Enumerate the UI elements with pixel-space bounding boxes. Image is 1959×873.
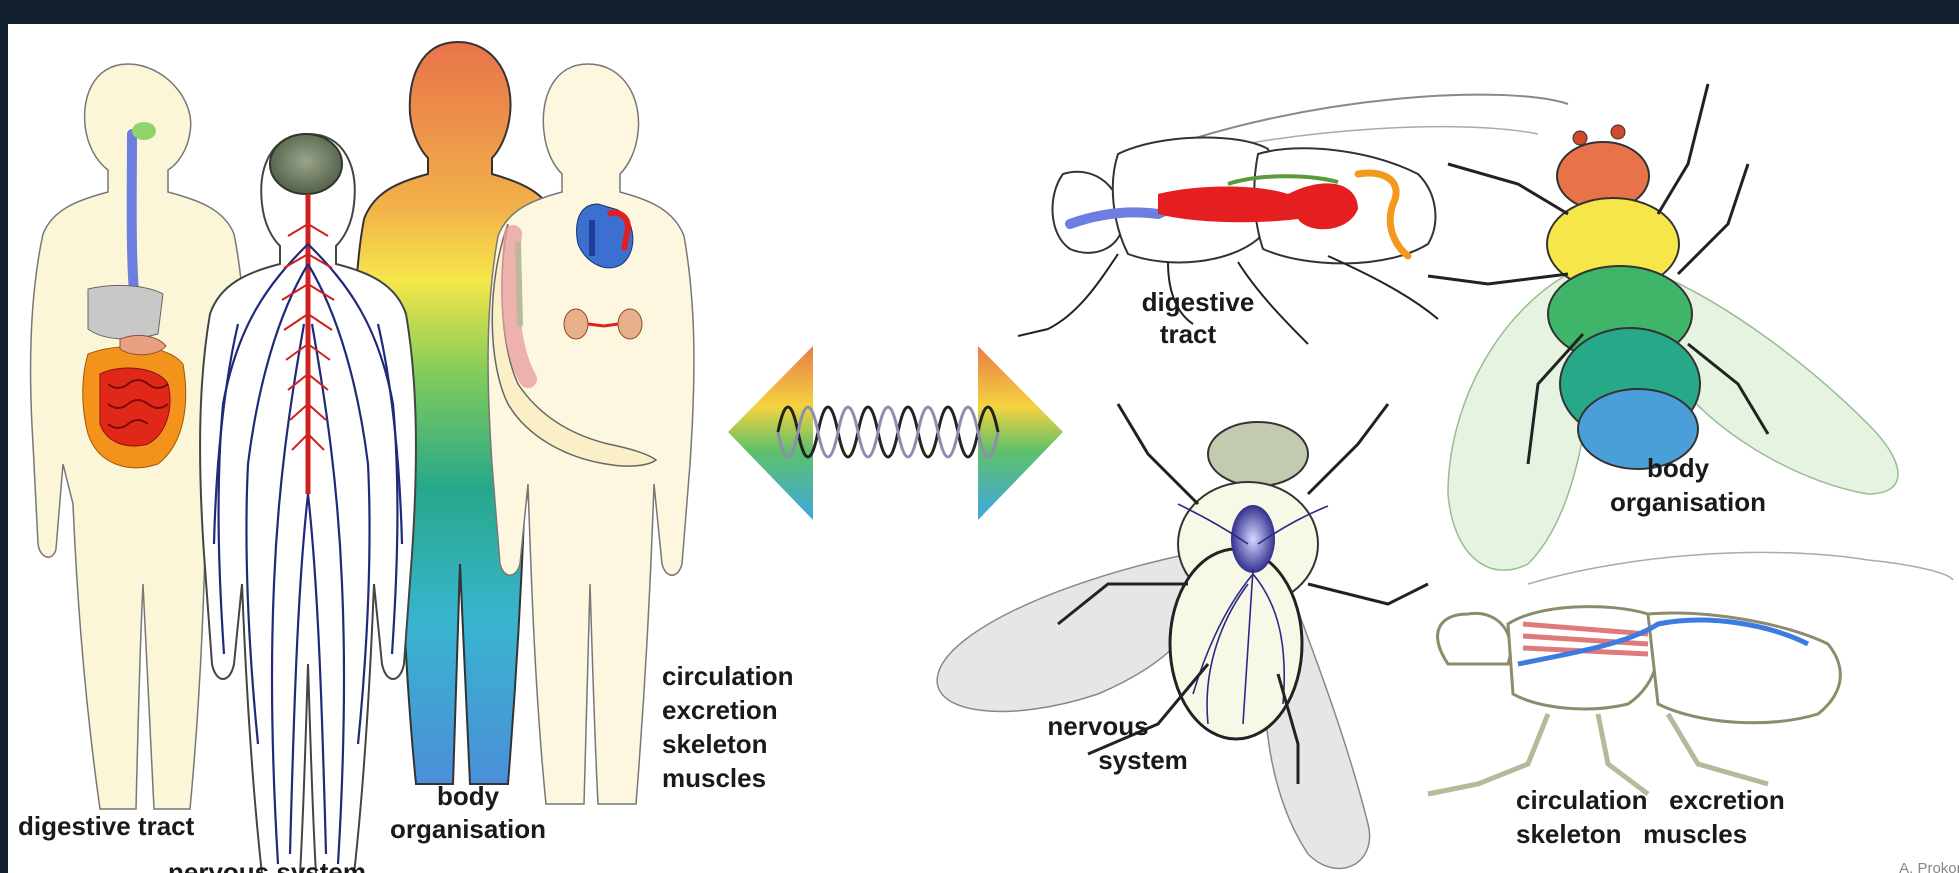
fly-body-label-line1: body: [1628, 452, 1728, 485]
figure-panel: digestive tract nervous system body orga…: [8, 24, 1959, 873]
fly-organs-label-row1: circulation excretion: [1516, 784, 1785, 817]
fly-organs-label-row2: skeleton muscles: [1516, 818, 1747, 851]
fly-organ-systems-figure: [1428, 552, 1953, 794]
human-nervous-label: nervous system: [168, 856, 366, 873]
fly-digestive-figure: [1018, 95, 1568, 344]
author-credit: A. Prokop: [1899, 860, 1959, 873]
fly-body-label-line2: organisation: [1598, 486, 1778, 519]
human-organs-label-line1: circulation: [662, 660, 793, 693]
human-body-label-line1: body: [408, 780, 528, 813]
fly-nervous-label-line2: system: [1083, 744, 1203, 777]
comparative-anatomy-illustration: [8, 24, 1959, 873]
human-organ-systems-figure: [488, 64, 694, 804]
human-digestive-label: digestive tract: [18, 810, 194, 843]
human-organs-label-line4: muscles: [662, 762, 766, 795]
human-organs-label-line3: skeleton: [662, 728, 768, 761]
human-organs-label-line2: excretion: [662, 694, 778, 727]
fly-digestive-label-line1: digestive: [1128, 286, 1268, 319]
evolution-arrows-dna: [728, 346, 1063, 520]
human-body-label-line2: organisation: [368, 813, 568, 846]
fly-digestive-label-line2: tract: [1138, 318, 1238, 351]
fly-nervous-label-line1: nervous: [1033, 710, 1163, 743]
